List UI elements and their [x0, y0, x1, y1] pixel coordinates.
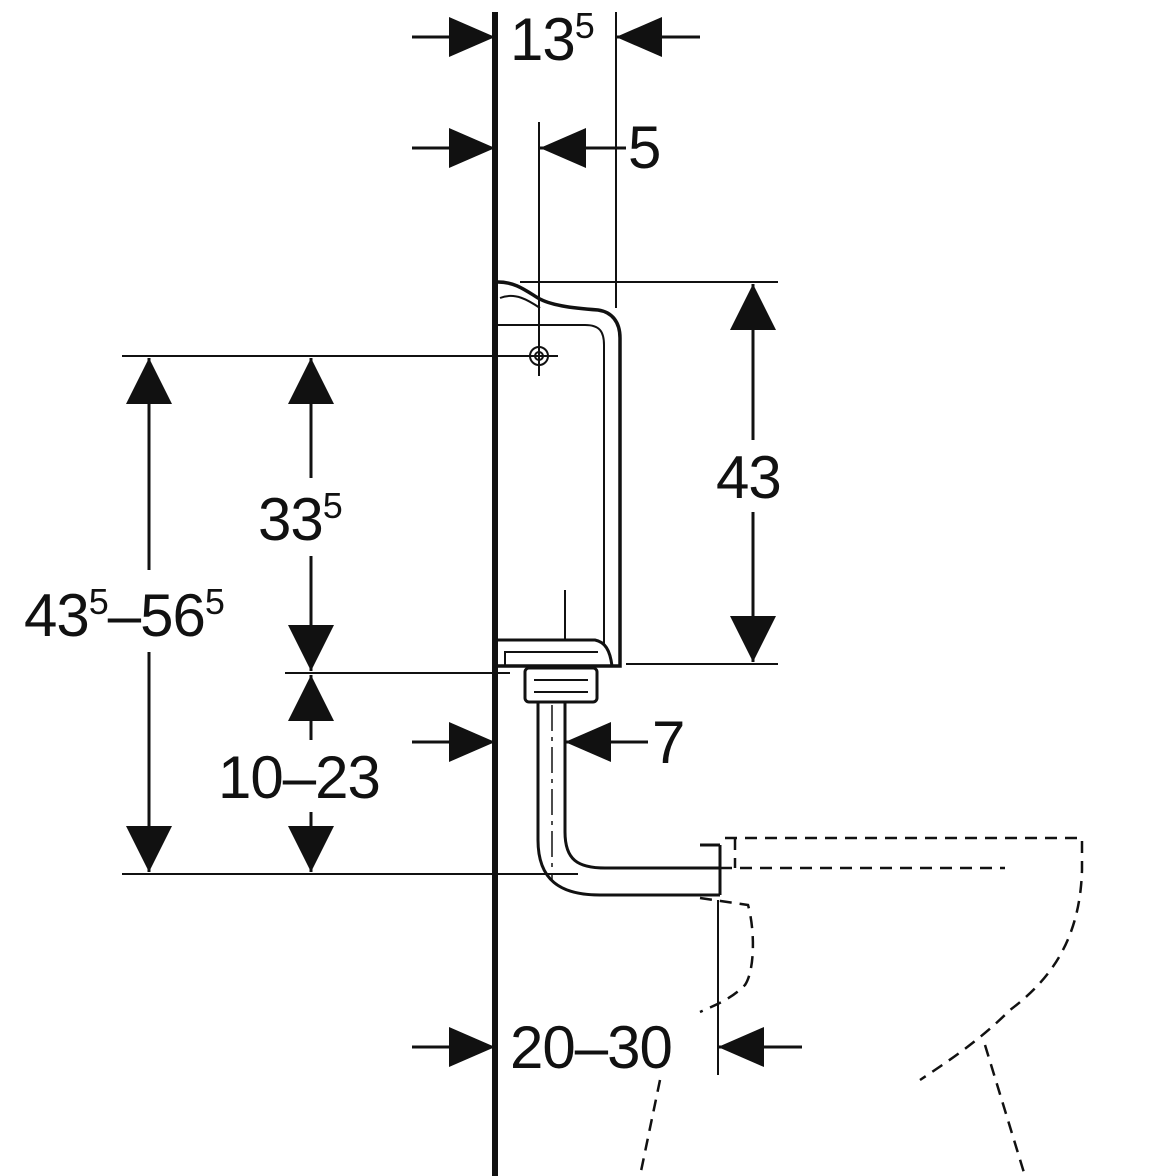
dim-10-23: 10–23	[218, 675, 381, 872]
dim-5: 5	[412, 114, 661, 181]
dim-label-7: 7	[652, 709, 684, 776]
dim-label-5: 5	[628, 114, 660, 181]
inlet-marker	[520, 122, 558, 376]
dim-13-5: 135	[412, 5, 700, 73]
extension-lines	[122, 12, 778, 1075]
dim-43-5-56-5: 435–565	[24, 358, 225, 872]
dim-label-43-5-56-5: 435–565	[24, 581, 224, 649]
dim-label-43: 43	[716, 444, 781, 511]
dim-label-20-30: 20–30	[510, 1014, 672, 1081]
dim-7: 7	[412, 709, 685, 776]
cistern	[497, 280, 622, 668]
dim-label-13-5: 135	[510, 5, 594, 73]
dim-43: 43	[716, 284, 782, 662]
dim-label-10-23: 10–23	[218, 744, 380, 811]
dim-20-30: 20–30	[412, 1014, 802, 1081]
flush-pipe	[536, 702, 722, 897]
wc-bowl-outline	[600, 836, 1084, 1176]
dim-label-33-5: 335	[258, 485, 342, 553]
flush-connector	[523, 666, 599, 704]
dim-33-5: 335	[258, 358, 343, 671]
